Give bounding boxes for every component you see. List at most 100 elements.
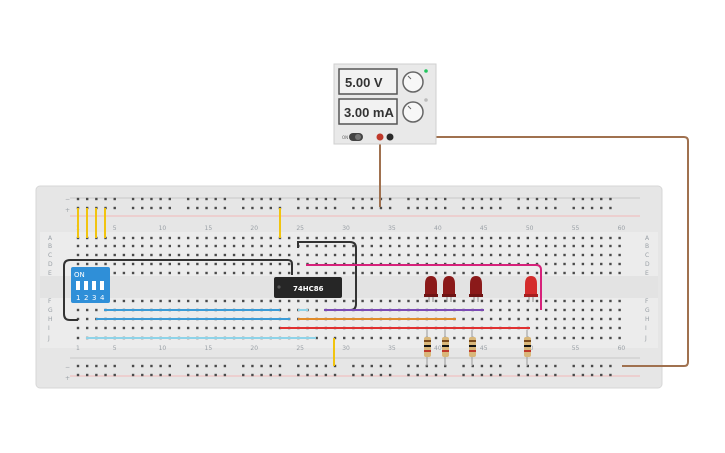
breadboard-hole[interactable] [471, 373, 474, 377]
breadboard-hole[interactable] [444, 206, 447, 210]
breadboard-hole[interactable] [260, 206, 263, 210]
breadboard-hole[interactable] [306, 197, 309, 201]
breadboard-hole[interactable] [85, 197, 89, 201]
breadboard-hole[interactable] [416, 236, 419, 240]
breadboard-hole[interactable] [333, 299, 337, 303]
breadboard-hole[interactable] [554, 326, 557, 330]
breadboard-hole[interactable] [260, 197, 263, 201]
breadboard-hole[interactable] [563, 262, 566, 266]
breadboard-hole[interactable] [343, 299, 346, 303]
breadboard-hole[interactable] [499, 197, 502, 201]
breadboard-hole[interactable] [563, 317, 566, 321]
breadboard-hole[interactable] [131, 262, 135, 266]
breadboard-hole[interactable] [425, 197, 429, 201]
breadboard-hole[interactable] [544, 326, 548, 330]
breadboard-hole[interactable] [232, 253, 236, 257]
breadboard-hole[interactable] [581, 206, 585, 210]
breadboard-hole[interactable] [480, 236, 484, 240]
breadboard-hole[interactable] [572, 364, 575, 368]
breadboard-hole[interactable] [324, 336, 328, 340]
breadboard-hole[interactable] [499, 336, 502, 340]
breadboard-hole[interactable] [590, 364, 594, 368]
breadboard-hole[interactable] [590, 336, 594, 340]
breadboard-hole[interactable] [535, 336, 539, 340]
breadboard-hole[interactable] [462, 206, 465, 210]
breadboard-hole[interactable] [609, 373, 612, 377]
breadboard-hole[interactable] [214, 197, 217, 201]
breadboard-hole[interactable] [618, 317, 621, 321]
breadboard-hole[interactable] [95, 197, 98, 201]
breadboard-hole[interactable] [150, 253, 153, 257]
breadboard-hole[interactable] [407, 206, 410, 210]
breadboard-hole[interactable] [85, 244, 89, 248]
breadboard-hole[interactable] [581, 326, 585, 330]
breadboard-hole[interactable] [214, 326, 217, 330]
breadboard-hole[interactable] [416, 373, 419, 377]
breadboard-hole[interactable] [333, 197, 337, 201]
breadboard-hole[interactable] [251, 253, 254, 257]
breadboard-hole[interactable] [388, 244, 392, 248]
breadboard-hole[interactable] [600, 326, 603, 330]
breadboard-hole[interactable] [333, 336, 337, 340]
breadboard-hole[interactable] [453, 244, 456, 248]
breadboard-hole[interactable] [609, 236, 612, 240]
breadboard-hole[interactable] [251, 206, 254, 210]
breadboard-hole[interactable] [535, 253, 539, 257]
breadboard-hole[interactable] [489, 299, 493, 303]
breadboard-hole[interactable] [242, 364, 245, 368]
breadboard-hole[interactable] [526, 317, 530, 321]
dip-toggle-4[interactable] [100, 281, 104, 290]
breadboard-hole[interactable] [95, 326, 98, 330]
resistor-1[interactable] [424, 330, 431, 366]
breadboard-hole[interactable] [168, 253, 171, 257]
breadboard-hole[interactable] [590, 271, 594, 275]
breadboard-hole[interactable] [554, 308, 557, 312]
breadboard-hole[interactable] [232, 299, 236, 303]
breadboard-hole[interactable] [462, 336, 465, 340]
breadboard-hole[interactable] [104, 364, 107, 368]
breadboard-hole[interactable] [159, 236, 162, 240]
breadboard-hole[interactable] [572, 317, 575, 321]
breadboard-hole[interactable] [471, 299, 474, 303]
breadboard-hole[interactable] [407, 253, 410, 257]
breadboard-hole[interactable] [499, 253, 502, 257]
breadboard-hole[interactable] [600, 262, 603, 266]
breadboard-hole[interactable] [388, 206, 392, 210]
breadboard-hole[interactable] [517, 244, 520, 248]
breadboard-hole[interactable] [113, 253, 116, 257]
breadboard-hole[interactable] [499, 244, 502, 248]
breadboard-hole[interactable] [416, 244, 419, 248]
breadboard-hole[interactable] [370, 271, 373, 275]
breadboard-hole[interactable] [581, 253, 585, 257]
breadboard-hole[interactable] [407, 299, 410, 303]
breadboard-hole[interactable] [554, 271, 557, 275]
breadboard-hole[interactable] [315, 206, 318, 210]
breadboard-hole[interactable] [76, 253, 80, 257]
breadboard-hole[interactable] [297, 299, 300, 303]
breadboard-hole[interactable] [131, 299, 135, 303]
breadboard-hole[interactable] [251, 373, 254, 377]
breadboard-hole[interactable] [444, 271, 447, 275]
breadboard-hole[interactable] [315, 253, 318, 257]
breadboard-hole[interactable] [453, 236, 456, 240]
breadboard-hole[interactable] [333, 364, 337, 368]
breadboard-hole[interactable] [590, 236, 594, 240]
breadboard-hole[interactable] [526, 299, 530, 303]
breadboard-hole[interactable] [609, 244, 612, 248]
breadboard-hole[interactable] [122, 244, 126, 248]
breadboard-hole[interactable] [535, 271, 539, 275]
breadboard-hole[interactable] [398, 336, 401, 340]
breadboard-hole[interactable] [499, 299, 502, 303]
breadboard-hole[interactable] [159, 206, 162, 210]
breadboard-hole[interactable] [572, 206, 575, 210]
breadboard-hole[interactable] [581, 336, 585, 340]
breadboard-hole[interactable] [150, 197, 153, 201]
breadboard-hole[interactable] [600, 206, 603, 210]
breadboard-hole[interactable] [434, 336, 438, 340]
breadboard-hole[interactable] [517, 364, 520, 368]
breadboard-hole[interactable] [352, 336, 355, 340]
breadboard-hole[interactable] [315, 236, 318, 240]
breadboard-hole[interactable] [434, 236, 438, 240]
breadboard-hole[interactable] [242, 299, 245, 303]
breadboard-hole[interactable] [416, 206, 419, 210]
